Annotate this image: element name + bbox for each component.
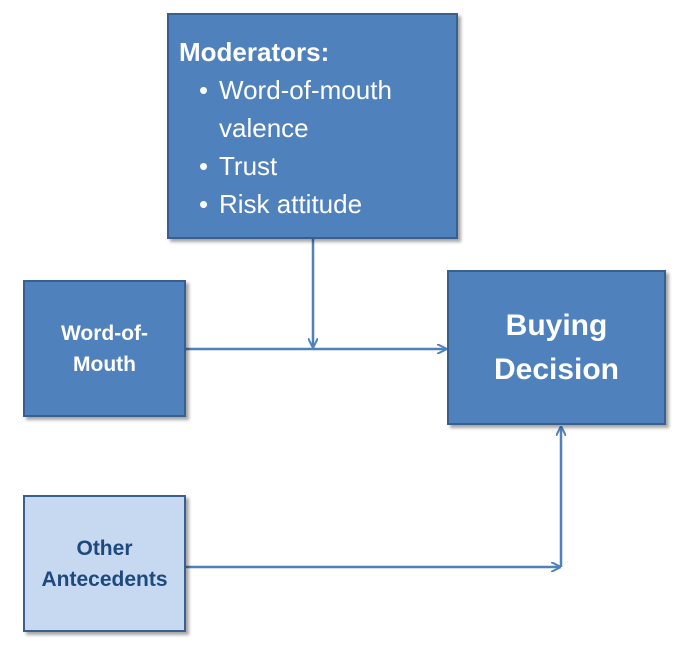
moderator-item-label: Trust: [219, 151, 278, 181]
other-antecedents-box: Other Antecedents: [23, 495, 186, 632]
word-of-mouth-box: Word-of- Mouth: [23, 280, 186, 417]
bullet-icon: •: [199, 75, 209, 105]
word-of-mouth-label-line2: Mouth: [73, 352, 136, 376]
moderators-list: • Word-of-mouth valence • Trust • Risk a…: [179, 71, 456, 223]
moderators-box: Moderators: • Word-of-mouth valence • Tr…: [167, 13, 458, 239]
word-of-mouth-label-line1: Word-of-: [60, 321, 149, 345]
buying-decision-box: Buying Decision: [447, 270, 666, 425]
moderators-title: Moderators:: [179, 37, 330, 67]
other-antecedents-label-line1: Other: [76, 536, 133, 560]
bullet-icon: •: [199, 189, 209, 219]
other-antecedents-label-line2: Antecedents: [41, 567, 168, 591]
moderator-item-label: Risk attitude: [219, 189, 363, 219]
bullet-icon: •: [199, 151, 209, 181]
moderator-item-label-continued: valence: [219, 113, 309, 143]
moderator-item-label: Word-of-mouth: [219, 75, 392, 105]
buying-decision-label-line1: Buying: [505, 308, 608, 342]
moderator-item-word-of-mouth-valence: • Word-of-mouth valence: [199, 71, 456, 147]
moderator-item-trust: • Trust: [199, 147, 456, 185]
moderator-item-risk-attitude: • Risk attitude: [199, 185, 456, 223]
buying-decision-label-line2: Decision: [493, 352, 620, 386]
